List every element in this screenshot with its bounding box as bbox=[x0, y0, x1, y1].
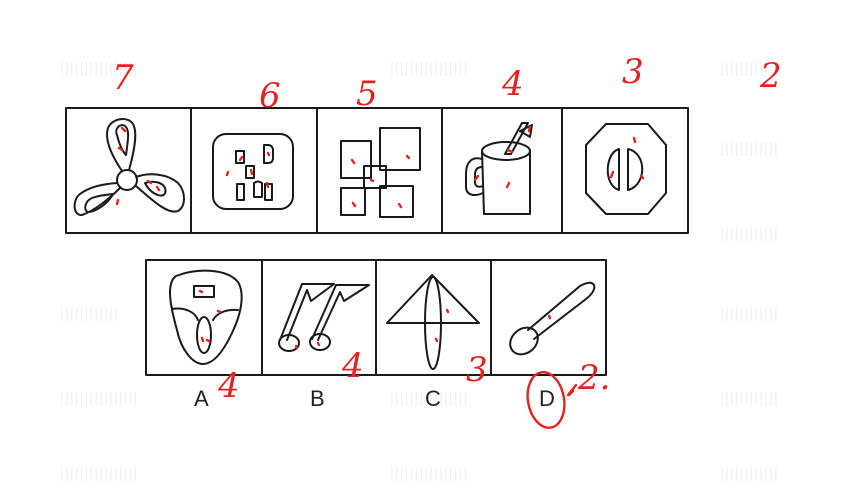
music-note-icon bbox=[278, 283, 370, 352]
octagon-icon bbox=[585, 123, 667, 215]
spoon-icon bbox=[509, 281, 596, 356]
option-label-b[interactable]: B bbox=[310, 386, 325, 411]
mug-icon bbox=[465, 122, 533, 215]
count-annotation-panel-3: 5 bbox=[356, 74, 378, 114]
options-row bbox=[145, 259, 607, 376]
count-annotation-panel-1: 7 bbox=[112, 58, 134, 98]
socket-icon bbox=[212, 133, 294, 210]
option-label-d[interactable]: D bbox=[539, 386, 555, 411]
red-annotation-marks bbox=[115, 125, 645, 429]
option-label-c[interactable]: C bbox=[425, 386, 441, 411]
question-row bbox=[65, 107, 689, 234]
count-annotation-option-c: 3 bbox=[466, 350, 488, 390]
mouse-icon bbox=[169, 269, 243, 365]
question-row-frame bbox=[65, 107, 689, 234]
count-annotation-panel-4: 4 bbox=[502, 64, 524, 104]
count-annotation-panel-2: 6 bbox=[259, 76, 281, 116]
count-annotation-option-a: 4 bbox=[218, 366, 240, 406]
option-label-a[interactable]: A bbox=[194, 386, 209, 411]
squares-icon bbox=[340, 127, 421, 218]
answer-circle bbox=[526, 371, 566, 429]
count-annotation-next: 2 bbox=[760, 56, 782, 96]
count-annotation-panel-5: 3 bbox=[622, 52, 644, 92]
arrow-icon bbox=[386, 274, 480, 370]
count-annotation-option-b: 4 bbox=[342, 346, 364, 386]
count-annotation-option-d: 2. bbox=[578, 358, 611, 398]
fan-icon bbox=[73, 118, 185, 216]
